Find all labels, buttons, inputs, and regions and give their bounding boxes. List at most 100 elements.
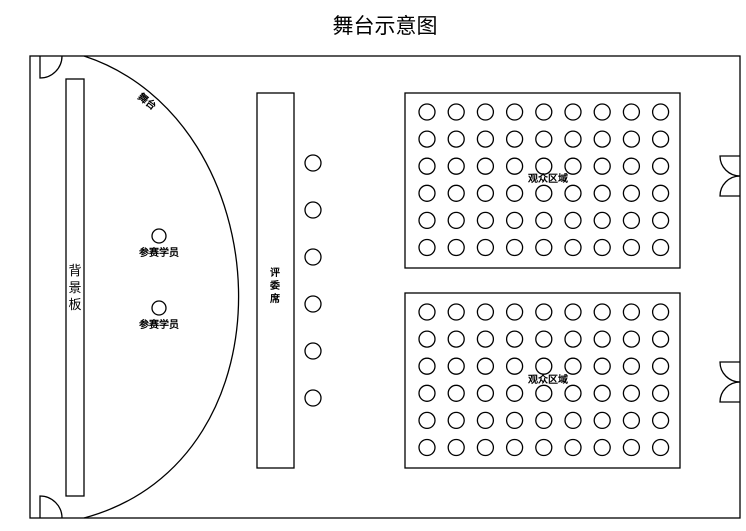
- audience-seat: [418, 238, 436, 257]
- audience-seat: [447, 184, 465, 202]
- audience-seat: [622, 411, 641, 430]
- judge-seat: [304, 389, 322, 407]
- audience-seat: [447, 130, 465, 148]
- backdrop-label-1: 背: [68, 264, 81, 279]
- judges-label-2: 委: [269, 279, 281, 292]
- audience-seat: [593, 130, 611, 148]
- backdrop-label-3: 板: [68, 298, 81, 313]
- audience-seat: [476, 238, 495, 257]
- audience-seat: [535, 303, 553, 321]
- audience-seat: [505, 438, 524, 457]
- audience-seat: [476, 330, 495, 348]
- audience-seat: [622, 357, 641, 375]
- stage-label: 舞台: [135, 90, 159, 113]
- audience-seat: [535, 330, 553, 348]
- audience-seat: [564, 130, 582, 148]
- audience-seat: [418, 130, 436, 148]
- audience-seat: [622, 130, 641, 148]
- audience-seat: [564, 103, 582, 121]
- audience-seat: [651, 303, 670, 321]
- audience-seat: [535, 357, 553, 375]
- audience-seat: [651, 157, 670, 175]
- judge-seat: [304, 295, 322, 313]
- audience-seat: [476, 130, 495, 148]
- audience-seat: [535, 438, 553, 457]
- audience-seat: [505, 384, 524, 402]
- audience-seat: [476, 438, 495, 457]
- door-top-left: [39, 55, 63, 79]
- audience-seat: [476, 103, 495, 121]
- diagram-title: 舞台示意图: [333, 14, 438, 38]
- audience-seat: [447, 238, 465, 257]
- audience-seat: [593, 411, 611, 430]
- audience-seat: [447, 411, 465, 430]
- audience-seat: [622, 184, 641, 202]
- audience-seat: [593, 303, 611, 321]
- audience-label-2: 观众区域: [528, 373, 568, 386]
- audience-seat: [651, 238, 670, 257]
- participant-seat-1: [151, 228, 167, 244]
- audience-seat: [505, 211, 524, 230]
- audience-block-1: [404, 92, 681, 269]
- audience-seat: [651, 438, 670, 457]
- audience-seat: [418, 211, 436, 230]
- audience-seat: [564, 411, 582, 430]
- door-right-upper: [719, 155, 741, 197]
- audience-seat: [418, 384, 436, 402]
- judges-label-3: 席: [270, 292, 280, 305]
- audience-seat: [651, 384, 670, 402]
- audience-seat: [476, 411, 495, 430]
- audience-seat: [418, 330, 436, 348]
- audience-block-2: [404, 292, 681, 469]
- audience-seat: [535, 103, 553, 121]
- audience-seat: [593, 157, 611, 175]
- audience-seat: [651, 211, 670, 230]
- audience-seat: [651, 184, 670, 202]
- audience-seat: [564, 211, 582, 230]
- audience-seat: [535, 157, 553, 175]
- audience-seat: [535, 411, 553, 430]
- audience-seat: [564, 157, 582, 175]
- audience-seats-1: [418, 103, 670, 257]
- audience-seat: [622, 211, 641, 230]
- audience-seat: [593, 438, 611, 457]
- judges-label-1: 评: [270, 266, 280, 279]
- audience-seat: [535, 384, 553, 402]
- audience-seat: [505, 303, 524, 321]
- audience-seat: [505, 103, 524, 121]
- audience-seat: [505, 238, 524, 257]
- participant-seat-2: [151, 300, 167, 316]
- audience-seat: [418, 103, 436, 121]
- room-outline: [29, 55, 741, 519]
- audience-seat: [651, 411, 670, 430]
- audience-seat: [564, 384, 582, 402]
- audience-seat: [447, 103, 465, 121]
- audience-seat: [418, 411, 436, 430]
- audience-seat: [593, 184, 611, 202]
- audience-seat: [535, 238, 553, 257]
- audience-seat: [535, 130, 553, 148]
- audience-seat: [476, 184, 495, 202]
- audience-seat: [593, 330, 611, 348]
- audience-seat: [476, 357, 495, 375]
- audience-seat: [535, 184, 553, 202]
- audience-seat: [535, 211, 553, 230]
- audience-seat: [622, 438, 641, 457]
- backdrop-board: [65, 78, 85, 497]
- audience-seat: [476, 303, 495, 321]
- audience-seat: [505, 184, 524, 202]
- audience-seat: [593, 384, 611, 402]
- judge-seat: [304, 154, 322, 172]
- audience-seats-2: [418, 303, 670, 457]
- audience-seat: [593, 211, 611, 230]
- audience-seat: [476, 384, 495, 402]
- audience-seat: [418, 357, 436, 375]
- audience-seat: [447, 157, 465, 175]
- audience-seat: [418, 303, 436, 321]
- audience-seat: [447, 330, 465, 348]
- door-right-lower: [719, 361, 741, 403]
- audience-seat: [564, 438, 582, 457]
- audience-seat: [447, 384, 465, 402]
- judge-seat: [304, 342, 322, 360]
